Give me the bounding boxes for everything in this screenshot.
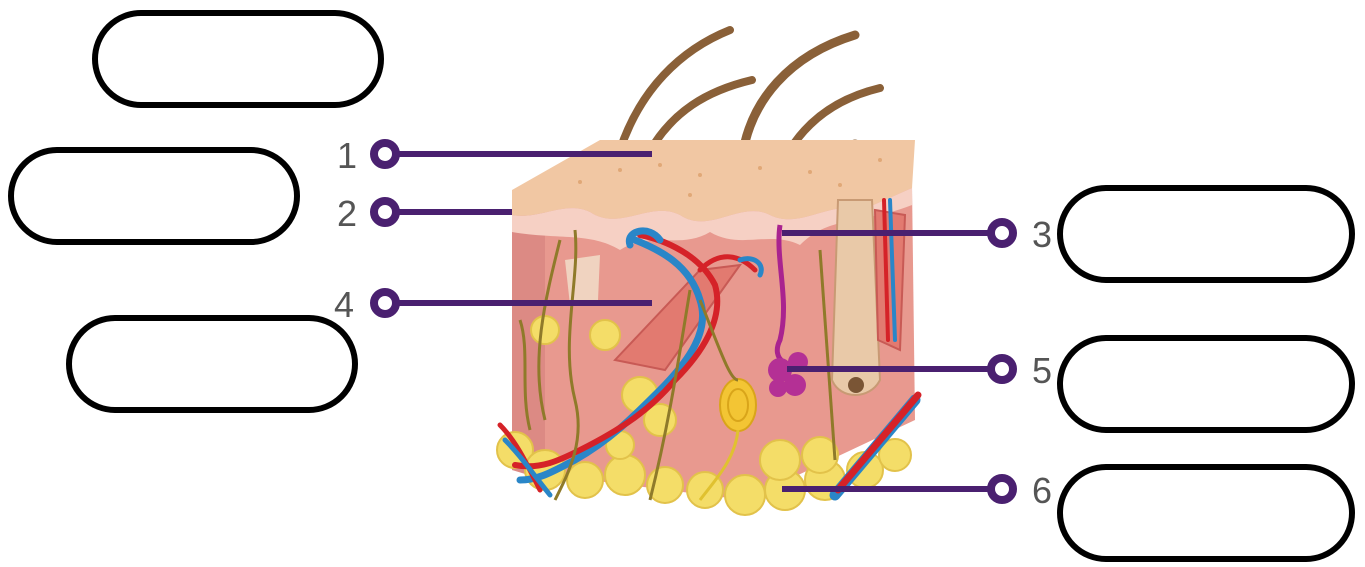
label-number-5: 5 [1032,353,1052,389]
label-number-4: 4 [334,287,354,323]
hair-follicle-left [565,255,600,305]
label-number-6: 6 [1032,473,1052,509]
label-number-1: 1 [337,138,357,174]
label-number-2: 2 [337,196,357,232]
label-number-3: 3 [1032,217,1052,253]
hair-follicle [832,200,880,395]
